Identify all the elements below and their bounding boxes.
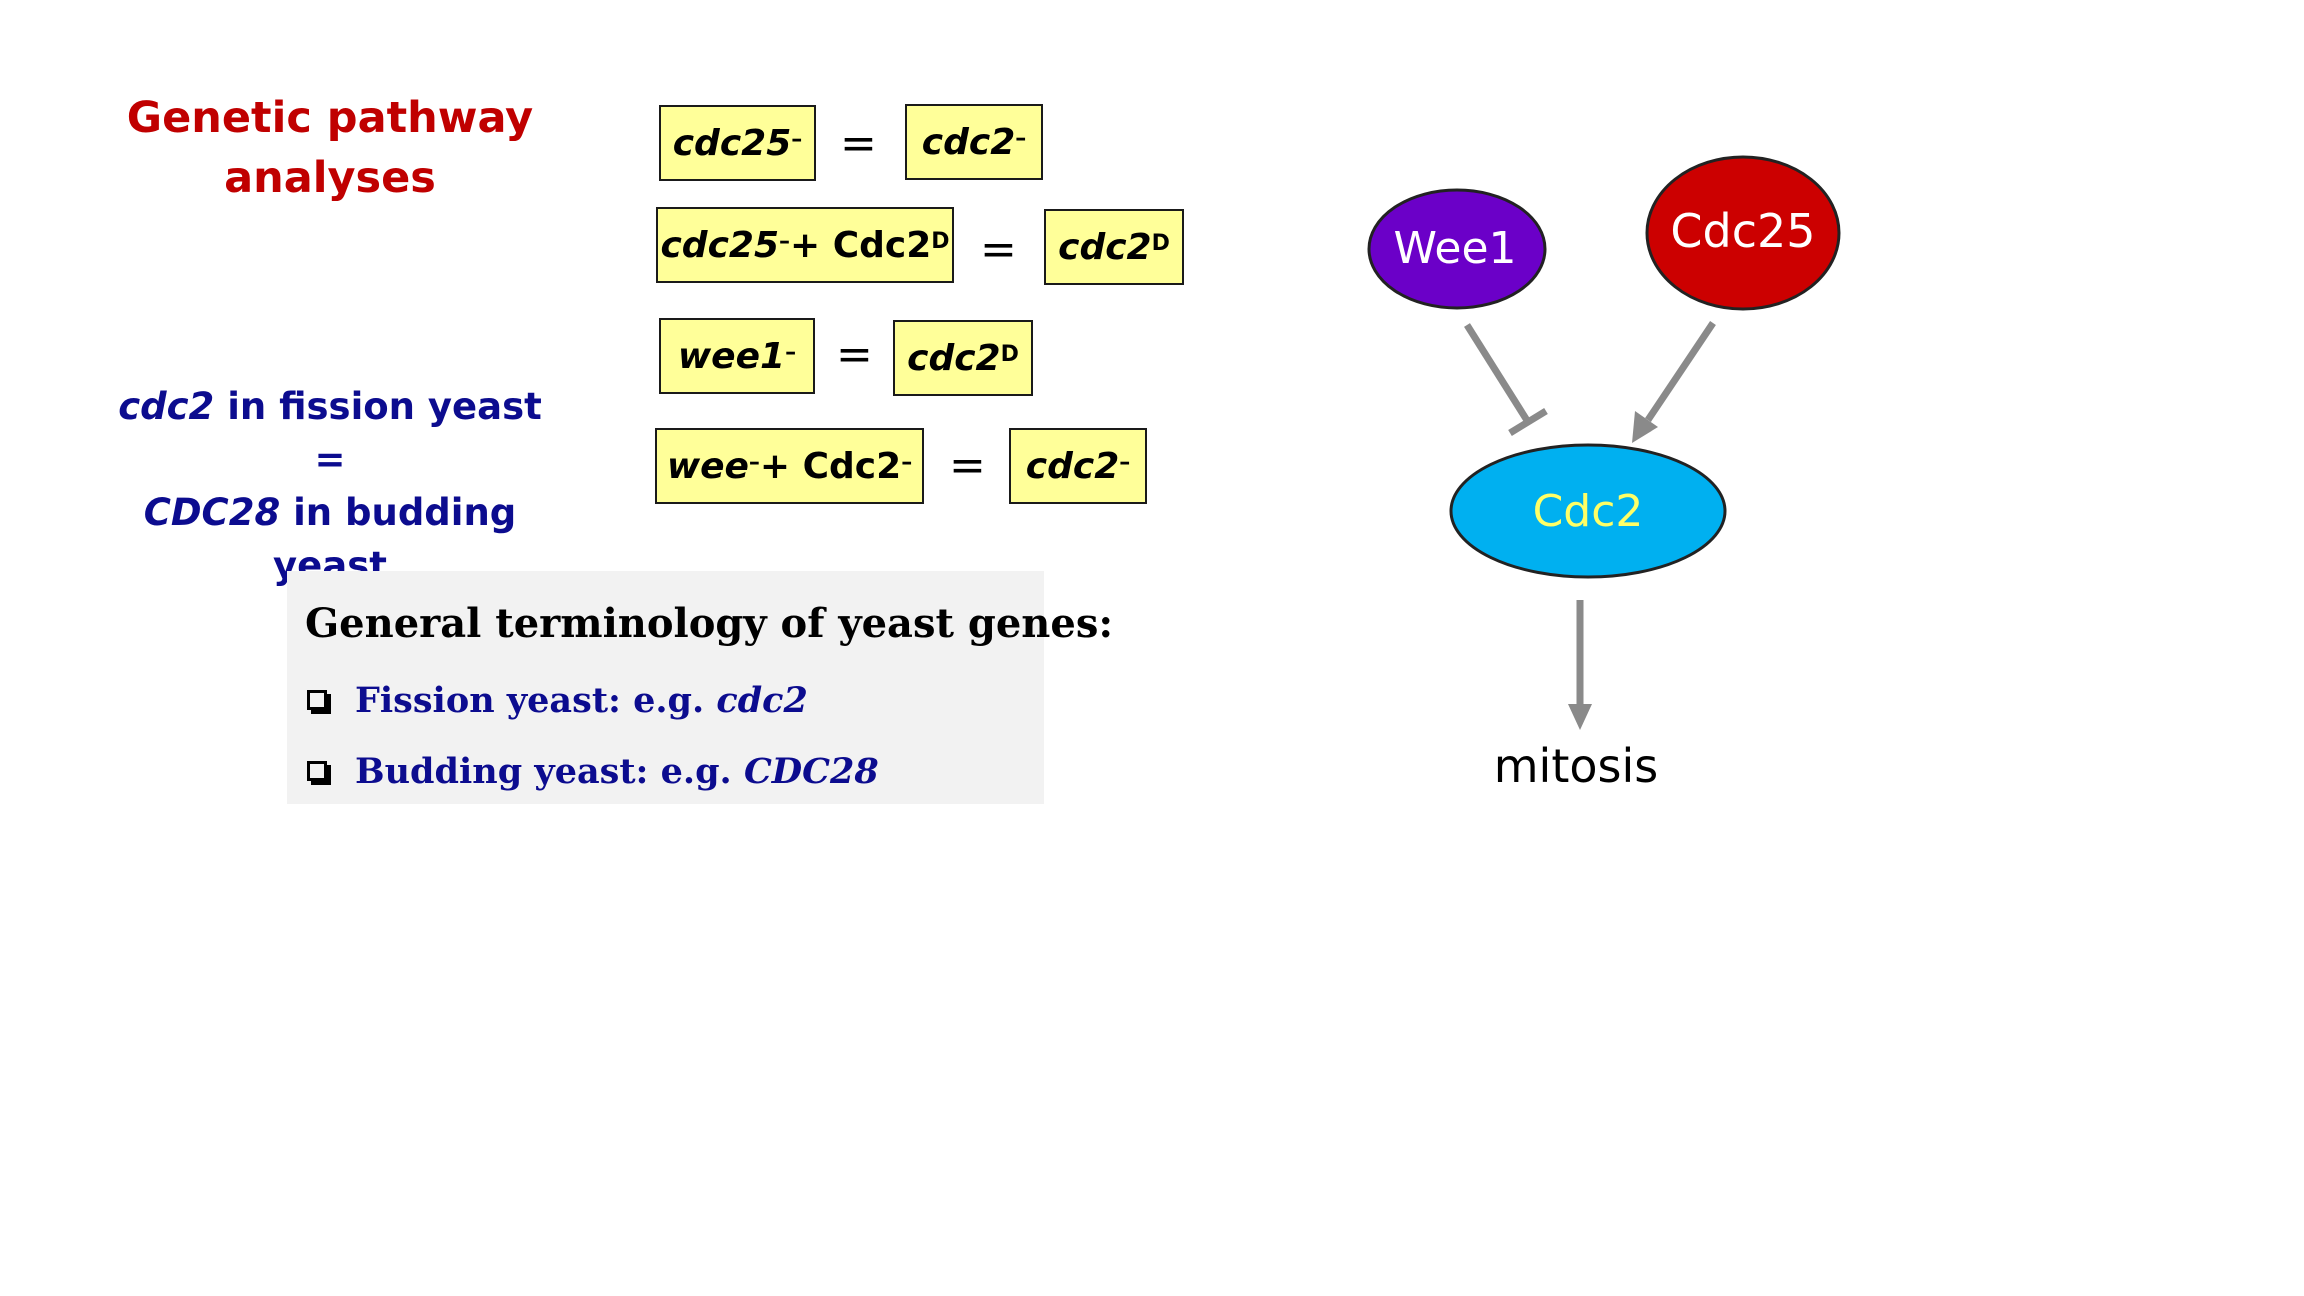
equation-1-equals: = xyxy=(840,118,877,169)
wee1-label: Wee1 xyxy=(1393,223,1516,274)
note-gene-2: CDC28 xyxy=(143,491,281,534)
eq1-left-gene: cdc25 xyxy=(672,122,792,164)
equation-4-right-box: cdc2– xyxy=(1009,428,1147,504)
eq2-right-sup: D xyxy=(1151,230,1170,256)
eq2-left-plus: + Cdc2 xyxy=(790,224,932,266)
title-line-1: Genetic pathway xyxy=(126,93,534,143)
eq3-right-gene: cdc2 xyxy=(907,337,1001,379)
note-line-1: cdc2 in fission yeast = xyxy=(100,380,560,486)
wee1-inhibits-cdc2-edge xyxy=(1464,323,1531,424)
equation-4-left-box: wee–+ Cdc2– xyxy=(655,428,924,504)
inhibition-bar-icon xyxy=(1508,408,1548,436)
eq1-left-sup: – xyxy=(791,126,803,152)
terminology-item-label: Fission yeast: e.g. xyxy=(355,680,717,721)
checkbox-bullet-icon xyxy=(307,690,327,710)
eq1-right-sup: – xyxy=(1015,125,1027,151)
eq3-left-gene: wee1 xyxy=(677,335,786,377)
checkbox-bullet-icon xyxy=(307,761,327,781)
terminology-item-budding: Budding yeast: e.g. CDC28 xyxy=(307,751,879,792)
eq4-left-plus: + Cdc2 xyxy=(759,445,902,487)
cdc25-node xyxy=(1645,155,1841,311)
equation-3-equals: = xyxy=(836,329,873,380)
arrowhead-icon xyxy=(1632,411,1658,443)
terminology-panel xyxy=(287,571,1044,804)
terminology-heading: General terminology of yeast genes: xyxy=(305,600,1114,647)
eq4-left-sup: – xyxy=(748,449,760,475)
eq4-right-sup: – xyxy=(1119,449,1131,475)
eq1-right-gene: cdc2 xyxy=(921,121,1016,163)
eq2-left-gene: cdc25 xyxy=(660,224,779,266)
eq2-right-gene: cdc2 xyxy=(1058,226,1152,268)
eq4-right-gene: cdc2 xyxy=(1025,445,1120,487)
eq4-left-plus-sup: – xyxy=(901,449,913,475)
eq3-right-sup: D xyxy=(1000,341,1019,367)
equation-1-left-box: cdc25– xyxy=(659,105,816,181)
eq3-left-sup: – xyxy=(785,339,797,365)
equation-3-left-box: wee1– xyxy=(659,318,815,394)
wee1-node xyxy=(1367,188,1547,310)
equation-2-equals: = xyxy=(980,224,1017,275)
cdc25-activates-cdc2-edge xyxy=(1645,321,1716,422)
equation-4-equals: = xyxy=(949,440,986,491)
eq4-left-gene: wee xyxy=(666,445,749,487)
mitosis-label: mitosis xyxy=(1494,739,1658,793)
arrowhead-icon xyxy=(1568,704,1592,730)
cdc2-node xyxy=(1449,443,1727,579)
page-title: Genetic pathway analyses xyxy=(110,88,550,208)
note-text-1: in fission yeast = xyxy=(214,385,542,481)
cdc2-label: Cdc2 xyxy=(1533,486,1644,537)
terminology-item-example: cdc2 xyxy=(716,680,808,721)
terminology-item-fission: Fission yeast: e.g. cdc2 xyxy=(307,680,808,721)
eq2-left-plus-sup: D xyxy=(931,228,950,254)
terminology-item-example: CDC28 xyxy=(743,751,879,792)
title-line-2: analyses xyxy=(224,153,436,203)
equation-1-right-box: cdc2– xyxy=(905,104,1043,180)
note-gene-1: cdc2 xyxy=(118,385,215,428)
eq2-left-sup: – xyxy=(779,228,790,254)
cdc25-label: Cdc25 xyxy=(1670,204,1815,258)
terminology-item-label: Budding yeast: e.g. xyxy=(355,751,744,792)
